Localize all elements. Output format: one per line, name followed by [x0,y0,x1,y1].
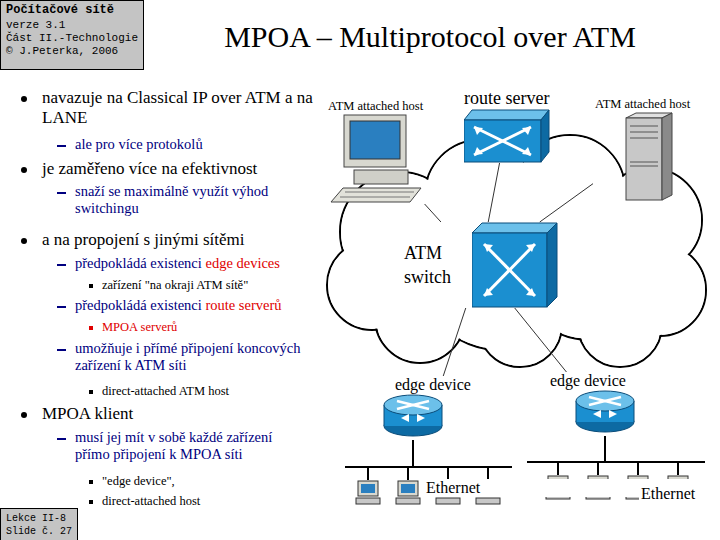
edge-router-icon [383,394,443,438]
bullet-item: snaží se maximálně využít výhod switchin… [75,183,307,218]
node-label: edge device [548,372,628,390]
bullet-marker [89,390,93,394]
header-text: Lekce II-8 [6,512,72,525]
bullet-text: direct-attached host [102,494,200,508]
atm-switch-icon [472,222,558,308]
network-link [488,163,499,222]
network-link [540,184,593,222]
bullet-marker [89,500,93,504]
network-link [425,204,441,222]
bullet-text: je zaměřeno více na efektivnost [42,159,257,178]
bullet-text: direct-attached ATM host [102,384,229,398]
bullet-text: předpokládá existenci [75,297,202,313]
bullet-marker [57,145,66,147]
header-text: verze 3.1 [6,19,138,32]
node-label: ATM attached host [326,99,425,114]
bullet-marker [57,349,66,351]
bullet-item: zařízení "na okraji ATM sítě" [102,278,322,293]
bullet-text: musí jej mít v sobě každé zařízení přímo… [75,429,272,462]
bullet-item: direct-attached host [102,494,322,509]
route-server-icon [464,109,550,163]
bullet-marker [21,167,27,173]
edge-device: edge device [393,376,473,438]
bullet-text: "edge device", [102,474,175,488]
bullet-marker [89,284,93,288]
bullet-item: ale pro více protokolů [75,136,307,153]
bullet-text: předpokládá existenci [75,255,202,271]
slide-title: MPOA – Multiprotocol over ATM [150,20,710,54]
bullet-item: umožňuje i přímé připojení koncových zař… [75,340,307,375]
edge-device: edge device [548,372,635,434]
bullet-item: a na propojení s jinými sítěmi [42,230,314,250]
bullet-item: MPOA serverů [102,320,322,335]
bullet-marker [57,264,66,266]
host-workstation-icon [330,114,422,204]
bullet-item: direct-attached ATM host [102,384,322,399]
bullet-marker [21,238,27,244]
bullet-text: route serverů [205,297,281,313]
bullet-item: je zaměřeno více na efektivnost [42,159,314,179]
bullet-marker [57,438,66,440]
bullet-text: snaží se maximálně využít výhod switchin… [75,183,268,216]
course-header-box: Počítačové sítě verze 3.1Část II.-Technol… [0,0,144,70]
bullet-marker [57,306,66,308]
atm-switch: ATM switch [402,222,558,308]
atm-attached-host: ATM attached host [593,94,692,202]
bullet-text: MPOA serverů [102,320,177,334]
host-server-icon [612,112,674,202]
bullet-marker [57,192,66,194]
bullet-marker [89,326,93,330]
bullet-text: umožňuje i přímé připojení koncových zař… [75,340,301,373]
bullet-text: zařízení "na okraji ATM sítě" [102,278,248,292]
route-server: route server [462,88,551,163]
edge-router-icon [575,390,635,434]
bullet-text: a na propojení s jinými sítěmi [42,230,245,249]
network-link [443,308,466,376]
node-label: ATM switch [402,241,468,290]
node-label: ATM attached host [593,97,692,112]
bullet-item: musí jej mít v sobě každé zařízení přímo… [75,429,307,464]
slide-number-box: Lekce II-8Slide č. 27 [0,508,78,540]
node-label: route server [462,88,551,109]
header-text: Část II.-Technologie [6,32,138,45]
header-text: Počítačové sítě [6,4,138,17]
bullet-item: "edge device", [102,474,322,489]
network-label: Ethernet [639,485,720,503]
ethernet-right [527,436,705,475]
bullet-text: navazuje na Classical IP over ATM a na L… [42,88,313,127]
bullet-item: MPOA klient [42,404,314,424]
ethernet-left [345,440,512,480]
bullet-text: MPOA klient [42,404,133,423]
bullet-marker [89,480,93,484]
network-link [515,308,567,372]
bullet-item: navazuje na Classical IP over ATM a na L… [42,88,314,129]
bullet-marker [21,412,27,418]
node-label: edge device [393,376,473,394]
bullet-text: ale pro více protokolů [75,136,203,152]
header-text: © J.Peterka, 2006 [6,45,138,58]
header-text: Slide č. 27 [6,525,72,538]
bullet-marker [21,96,27,102]
bullet-item: předpokládá existenci edge devices [75,255,307,272]
bullet-text: edge devices [205,255,279,271]
atm-attached-host: ATM attached host [326,96,425,204]
bullet-item: předpokládá existenci route serverů [75,297,307,314]
